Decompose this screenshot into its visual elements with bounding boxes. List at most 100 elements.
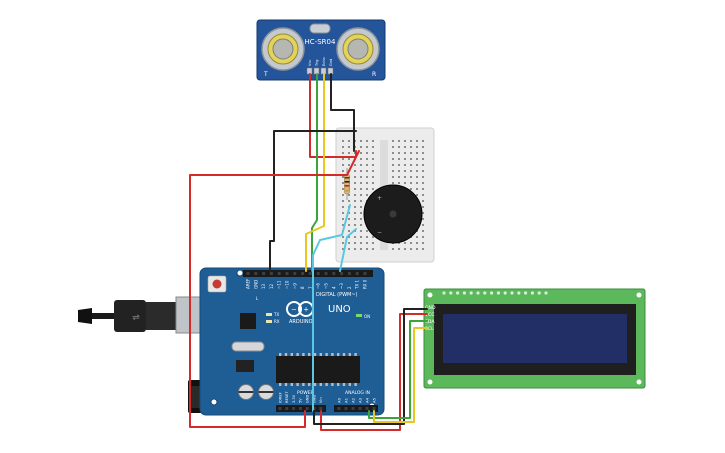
digital-pin-hole[interactable] <box>324 272 328 275</box>
sensor-pin-gnd[interactable] <box>327 67 334 75</box>
analog-pin-label: A5 <box>371 397 376 403</box>
chip-leg <box>308 383 311 386</box>
wire-lcd-scl[interactable] <box>373 327 428 423</box>
breadboard-hole <box>372 146 374 148</box>
power-pin-hole[interactable] <box>298 407 302 410</box>
breadboard-hole <box>398 140 400 142</box>
wire-lcd-gnd[interactable] <box>313 308 428 425</box>
breadboard-hole <box>404 248 406 250</box>
piezo-buzzer[interactable]: + − <box>363 184 423 244</box>
breadboard-hole <box>354 194 356 196</box>
sensor-pin-trig[interactable] <box>313 67 320 75</box>
digital-pin-hole[interactable] <box>262 272 266 275</box>
sensor-pin-echo[interactable] <box>320 67 327 75</box>
analog-pin-hole[interactable] <box>344 407 348 410</box>
digital-pin-hole[interactable] <box>363 272 367 275</box>
breadboard-hole <box>422 242 424 244</box>
breadboard-hole <box>342 170 344 172</box>
breadboard-hole <box>348 236 350 238</box>
lcd-header-hole <box>456 291 460 295</box>
breadboard-hole <box>392 164 394 166</box>
breadboard-hole <box>398 248 400 250</box>
lcd-mount-hole-bl <box>427 379 433 385</box>
lcd-display[interactable]: GND VCC SDA SCL <box>423 288 646 389</box>
breadboard-hole <box>354 236 356 238</box>
wire-sensor-trig[interactable] <box>311 73 318 272</box>
analog-pin-label: A3 <box>357 397 362 403</box>
sensor-corner-left: T <box>263 71 268 78</box>
analog-pin-hole[interactable] <box>365 407 369 410</box>
ultrasonic-sensor[interactable]: HC-SR04 T R Vcc Trig Echo Gnd <box>256 19 386 81</box>
digital-pin-hole[interactable] <box>246 272 250 275</box>
breadboard-hole <box>404 146 406 148</box>
rx-led <box>266 320 272 323</box>
analog-header[interactable] <box>334 405 378 412</box>
breadboard-hole <box>366 176 368 178</box>
digital-pin-label: 8 <box>300 286 305 289</box>
breadboard-hole <box>366 236 368 238</box>
breadboard-hole <box>348 230 350 232</box>
breadboard-hole <box>404 176 406 178</box>
breadboard-hole <box>372 188 374 190</box>
digital-pin-hole[interactable] <box>301 272 305 275</box>
sensor-crystal <box>309 23 331 34</box>
breadboard-hole <box>422 212 424 214</box>
breadboard-hole <box>372 140 374 142</box>
breadboard-hole <box>422 152 424 154</box>
analog-pin-hole[interactable] <box>351 407 355 410</box>
wire-buzzer-signal[interactable] <box>312 204 351 412</box>
wire-breadboard-gnd-arduino[interactable] <box>269 130 357 272</box>
power-pin-label: GND <box>312 395 316 403</box>
breadboard-hole <box>354 206 356 208</box>
digital-pin-hole[interactable] <box>316 272 320 275</box>
power-pin-hole[interactable] <box>278 407 282 410</box>
mount-hole-left <box>210 398 218 406</box>
breadboard-hole <box>372 170 374 172</box>
wire-lcd-sda[interactable] <box>368 320 428 419</box>
digital-pin-hole[interactable] <box>308 272 312 275</box>
analog-pin-hole[interactable] <box>372 407 376 410</box>
power-pin-hole[interactable] <box>319 407 323 410</box>
analog-pin-hole[interactable] <box>337 407 341 410</box>
digital-pin-label: ~11 <box>277 280 282 289</box>
digital-pin-hole[interactable] <box>332 272 336 275</box>
lcd-header-hole <box>449 291 453 295</box>
digital-pin-hole[interactable] <box>269 272 273 275</box>
digital-pin-label: ~6 <box>316 283 321 289</box>
wire-5v-rail[interactable] <box>189 150 360 428</box>
chip-leg <box>337 353 340 356</box>
sensor-pin-vcc[interactable] <box>306 67 313 75</box>
analog-pin-hole[interactable] <box>358 407 362 410</box>
usb-cable[interactable]: ⇌ <box>78 296 206 334</box>
digital-pin-hole[interactable] <box>355 272 359 275</box>
digital-pin-hole[interactable] <box>340 272 344 275</box>
wire-sensor-echo[interactable] <box>305 73 325 272</box>
digital-pin-hole[interactable] <box>277 272 281 275</box>
wire-sensor-vcc[interactable] <box>309 73 357 158</box>
power-pin-hole[interactable] <box>285 407 289 410</box>
digital-pin-label: ~10 <box>285 280 290 289</box>
power-pin-label: IOREF <box>278 392 282 403</box>
lcd-header-hole <box>530 291 535 295</box>
reset-button[interactable] <box>212 279 222 289</box>
breadboard-hole <box>392 182 394 184</box>
digital-pin-hole[interactable] <box>347 272 351 275</box>
power-pin-hole[interactable] <box>292 407 296 410</box>
lcd-screen <box>443 314 627 363</box>
breadboard-hole <box>422 206 424 208</box>
digital-pin-label: 2 <box>347 286 352 289</box>
digital-pin-hole[interactable] <box>285 272 289 275</box>
voltage-regulator <box>236 360 254 372</box>
wire-buzzer-pin[interactable] <box>339 228 357 272</box>
chip-leg <box>308 353 311 356</box>
analog-pin-label: A0 <box>336 397 341 403</box>
digital-pin-hole[interactable] <box>254 272 258 275</box>
digital-pin-hole[interactable] <box>293 272 297 275</box>
digital-pin-label: ~3 <box>339 283 344 289</box>
digital-header[interactable] <box>243 270 373 277</box>
breadboard-hole <box>360 170 362 172</box>
resistor[interactable] <box>344 168 350 200</box>
breadboard-hole <box>422 194 424 196</box>
power-pin-hole[interactable] <box>305 407 309 410</box>
